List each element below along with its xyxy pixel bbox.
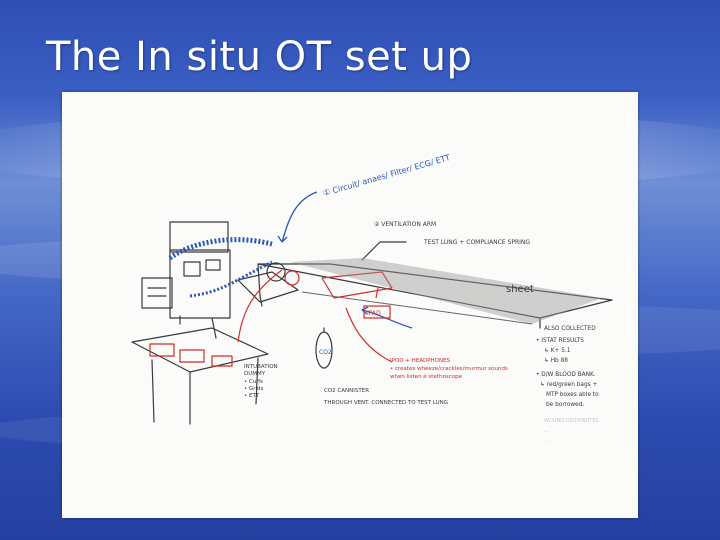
anaesthetic-machine (169, 249, 231, 319)
svg-text:...: ... (544, 428, 549, 434)
svg-text:• D/W BLOOD BANK.: • D/W BLOOD BANK. (536, 372, 596, 378)
svg-text:• ETT: • ETT (244, 393, 260, 399)
svg-text:...: ... (544, 438, 549, 444)
ipod-wire (345, 307, 393, 363)
operating-table (257, 263, 613, 319)
svg-text:↳ Hb 88: ↳ Hb 88 (544, 357, 568, 364)
svg-text:↳ K+ 5.1: ↳ K+ 5.1 (544, 347, 571, 354)
sheet-label: sheet (506, 284, 534, 295)
ventilation-arm-label: ② VENTILATION ARM (374, 221, 436, 228)
svg-text:IPOD + HEADPHONES: IPOD + HEADPHONES (390, 358, 451, 364)
side-table (131, 327, 269, 373)
ventilator-unit (141, 277, 173, 309)
ipad-label: IPAD (367, 310, 381, 317)
svg-text:↳ red/green bags +: ↳ red/green bags + (540, 381, 598, 388)
svg-text:ALSO COLLECTED: ALSO COLLECTED (544, 326, 596, 332)
svg-text:• creates wheeze/crackles/murm: • creates wheeze/crackles/murmur sounds (390, 366, 508, 372)
slide-title: The In situ OT set up (46, 34, 473, 80)
ipad-box (363, 305, 391, 319)
circuit-arrow (281, 191, 318, 243)
circuit-note: ① Circuit/ anaes/ Filter/ ECG/ ETT (322, 153, 451, 198)
intubation-dummy-head (266, 262, 286, 282)
svg-text:CO2 CANNISTER: CO2 CANNISTER (324, 388, 369, 394)
also-collected-note: ALSO COLLECTED • ISTAT RESULTS ↳ K+ 5.1 … (536, 326, 599, 408)
faint-notes: WOUND DISTRIBUTES ... ... (544, 418, 599, 444)
circuit-tubing (168, 237, 273, 261)
svg-text:when listen è stethoscope: when listen è stethoscope (390, 373, 463, 380)
test-lung-label: TEST LUNG + COMPLIANCE SPRING (423, 239, 530, 246)
ipod-note: IPOD + HEADPHONES • creates wheeze/crack… (390, 358, 508, 380)
svg-text:• Grids: • Grids (244, 386, 264, 392)
svg-text:DUMMY: DUMMY (244, 371, 266, 377)
sheet-shading (290, 258, 602, 324)
sketch-image: ① Circuit/ anaes/ Filter/ ECG/ ETT ② VEN… (62, 92, 638, 518)
svg-text:WOUND DISTRIBUTES: WOUND DISTRIBUTES (544, 418, 599, 424)
svg-text:THROUGH VENT. CONNECTED TO TES: THROUGH VENT. CONNECTED TO TEST LUNG (323, 400, 448, 406)
ventilation-arm-sketch (361, 241, 407, 261)
co2-canister-note: CO2 CANNISTER THROUGH VENT. CONNECTED TO… (323, 388, 448, 406)
svg-text:be borrowed.: be borrowed. (546, 402, 584, 408)
co2-small-label: CO2 (319, 349, 332, 356)
svg-text:• Cuffs: • Cuffs (244, 379, 263, 385)
ipod-arrow (237, 269, 283, 343)
machine-top (169, 221, 229, 253)
setup-sketch: ① Circuit/ anaes/ Filter/ ECG/ ETT ② VEN… (131, 153, 613, 444)
svg-text:MTP boxes able to: MTP boxes able to (546, 392, 599, 398)
svg-text:INTUBATION: INTUBATION (244, 364, 278, 370)
svg-text:• ISTAT RESULTS: • ISTAT RESULTS (536, 338, 584, 344)
intubation-dummy-note: INTUBATION DUMMY • Cuffs • Grids • ETT (244, 364, 278, 399)
